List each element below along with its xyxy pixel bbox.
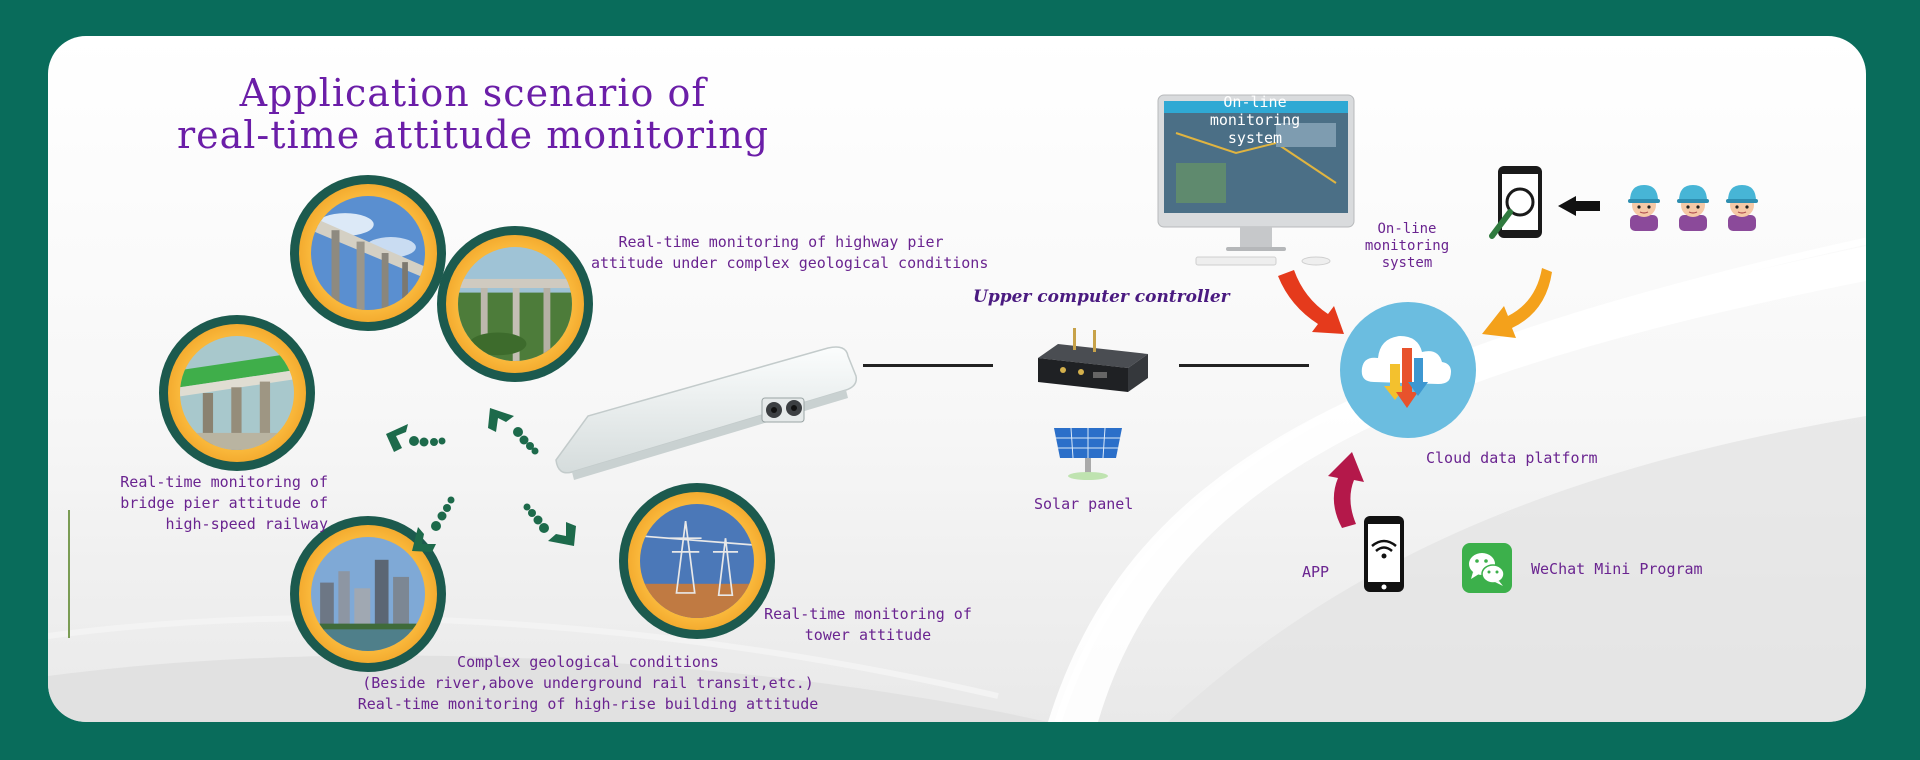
left-arrow-icon [1558,196,1600,216]
page-title: Application scenario of real-time attitu… [168,72,778,156]
railway-pier-label: Real-time monitoring of bridge pier atti… [120,473,328,533]
monitor-screen-text: On-line monitoring system [1209,93,1301,147]
highway-bridge-photo [290,175,446,331]
highway-pier-label: Real-time monitoring of highway pier att… [591,233,989,272]
wechat-icon [1462,543,1512,593]
link-line-controller-cloud [1179,364,1309,367]
worker-icon [1628,185,1660,231]
side-accent-line [68,510,70,638]
title-line-1: Application scenario of [239,71,707,115]
power-tower-photo [619,483,775,639]
wechat-label: WeChat Mini Program [1531,560,1703,578]
cloud-icon [1340,302,1476,438]
sensor-device-icon [555,346,858,480]
worker-icon [1677,185,1709,231]
red-curved-arrow-icon [1278,270,1344,334]
monitor-icon [1157,94,1355,266]
title-line-2: real-time attitude monitoring [176,113,770,157]
controller-box-icon [1038,328,1148,392]
orange-curved-arrow-icon [1482,268,1552,338]
solar-panel-label: Solar panel [1034,495,1134,513]
railway-bridge-photo [159,315,315,471]
diagram-panel: Application scenario of real-time attitu… [48,36,1866,722]
tower-label: Real-time monitoring of tower attitude [764,605,972,644]
smartphone-wifi-icon [1364,516,1404,592]
controller-label: Upper computer controller [973,287,1230,307]
magenta-curved-arrow-icon [1328,452,1364,528]
dotted-arrows [386,408,576,552]
background-waves [48,237,1866,722]
app-label: APP [1302,563,1330,581]
search-phone-icon [1489,166,1542,239]
link-line-sensor-controller [863,364,993,367]
cloud-platform-label: Cloud data platform [1426,449,1598,467]
solar-panel-icon [1054,427,1122,480]
online-monitoring-label: On-line monitoring system [1364,221,1450,271]
highway-pier-photo [437,226,593,382]
building-label: Complex geological conditions (Beside ri… [357,653,819,713]
worker-icon [1726,185,1758,231]
